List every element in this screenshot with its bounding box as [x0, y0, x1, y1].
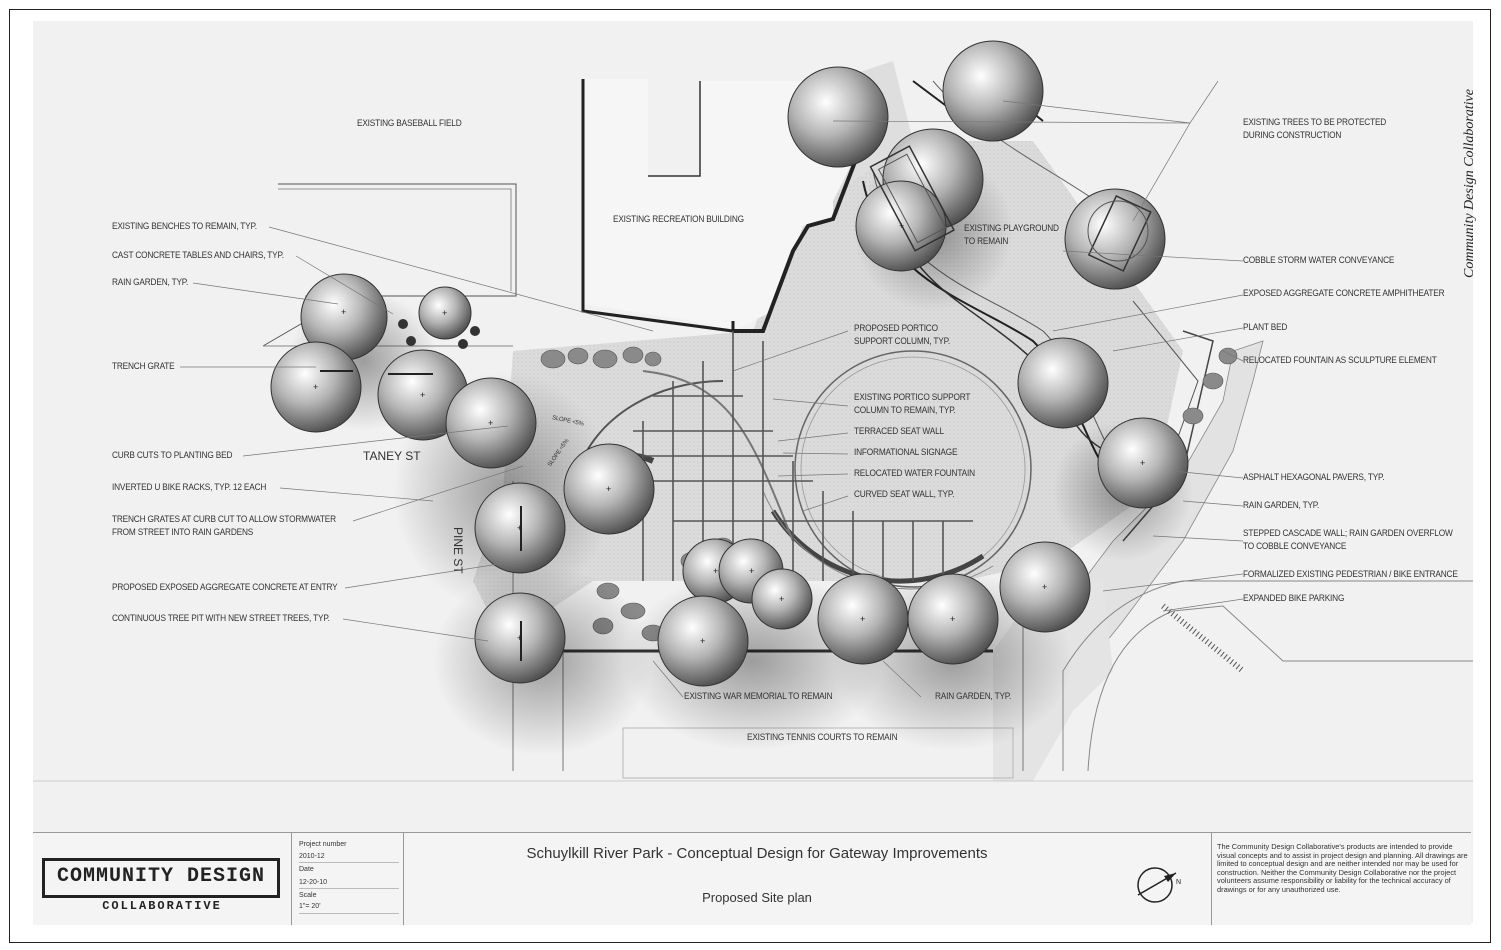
label-existing-portico-1: EXISTING PORTICO SUPPORT [854, 392, 971, 402]
label-pedestrian: FORMALIZED EXISTING PEDESTRIAN / BIKE EN… [1243, 569, 1458, 579]
label-protected-2: DURING CONSTRUCTION [1243, 130, 1342, 140]
label-curb-cuts: CURB CUTS TO PLANTING BED [112, 450, 233, 460]
label-curved-seat-wall: CURVED SEAT WALL, TYP. [854, 489, 955, 499]
label-portico-1: PROPOSED PORTICO [854, 323, 938, 333]
title-block-divider [1211, 833, 1212, 925]
title-block-divider [403, 833, 404, 925]
label-plant-bed: PLANT BED [1243, 322, 1288, 332]
label-trench-grates-2: FROM STREET INTO RAIN GARDENS [112, 527, 254, 537]
portico-grid [633, 331, 973, 581]
scale-value: 1"= 20' [299, 903, 321, 910]
label-fountain: RELOCATED WATER FOUNTAIN [854, 468, 975, 478]
svg-text:+: + [950, 614, 955, 624]
label-portico-2: SUPPORT COLUMN, TYP. [854, 336, 951, 346]
label-pavers: ASPHALT HEXAGONAL PAVERS, TYP. [1243, 472, 1385, 482]
label-benches: EXISTING BENCHES TO REMAIN, TYP. [112, 221, 257, 231]
site-plan-sheet: + + + + + + + + + + + + + + + + + [33, 21, 1473, 923]
title-block-divider [291, 833, 292, 925]
svg-text:+: + [899, 221, 904, 231]
label-protected-1: EXISTING TREES TO BE PROTECTED [1243, 117, 1387, 127]
label-playground-2: TO REMAIN [964, 236, 1009, 246]
plaza-paving [473, 141, 1183, 641]
label-trench-grate: TRENCH GRATE [112, 361, 175, 371]
label-signage: INFORMATIONAL SIGNAGE [854, 447, 958, 457]
label-cascade-1: STEPPED CASCADE WALL; RAIN GARDEN OVERFL… [1243, 528, 1453, 538]
svg-text:+: + [488, 418, 493, 428]
label-aggregate-entry: PROPOSED EXPOSED AGGREGATE CONCRETE AT E… [112, 582, 338, 592]
project-title: Schuylkill River Park - Conceptual Desig… [526, 845, 988, 862]
north-arrow-icon: N [1137, 867, 1181, 903]
label-baseball-field: EXISTING BASEBALL FIELD [357, 118, 462, 128]
svg-text:+: + [779, 594, 784, 604]
label-tennis-courts: EXISTING TENNIS COURTS TO REMAIN [747, 732, 898, 742]
label-tables: CAST CONCRETE TABLES AND CHAIRS, TYP. [112, 250, 284, 260]
disclaimer-text: The Community Design Collaborative's pro… [1217, 842, 1468, 894]
svg-text:+: + [606, 484, 611, 494]
label-cobble: COBBLE STORM WATER CONVEYANCE [1243, 255, 1395, 265]
label-bike-parking: EXPANDED BIKE PARKING [1243, 593, 1345, 603]
street-taney: TANEY ST [363, 449, 421, 463]
trees [270, 40, 1189, 687]
svg-text:+: + [1042, 582, 1047, 592]
svg-text:+: + [749, 566, 754, 576]
svg-text:+: + [442, 308, 447, 318]
svg-text:+: + [713, 566, 718, 576]
site-plan-drawing: + + + + + + + + + + + + + + + + + [33, 40, 1473, 782]
label-rain-garden-left: RAIN GARDEN, TYP. [112, 277, 189, 287]
drawing-subtitle: Proposed Site plan [702, 890, 812, 905]
north-letter: N [1176, 879, 1181, 886]
tree-centers: + + + + + + + + + + + + + + + + + [313, 221, 1145, 646]
label-trench-grates-1: TRENCH GRATES AT CURB CUT TO ALLOW STORM… [112, 514, 336, 524]
title-block: COMMUNITY DESIGN COLLABORATIVE Project n… [33, 832, 1471, 925]
playground-equipment [869, 145, 955, 252]
label-amphitheater: EXPOSED AGGREGATE CONCRETE AMPHITHEATER [1243, 288, 1445, 298]
tables-and-chairs [398, 319, 480, 349]
project-number-value: 2010-12 [299, 853, 325, 860]
logo-sub-text: COLLABORATIVE [95, 899, 229, 913]
leader-lines [180, 80, 1244, 698]
label-war-memorial: EXISTING WAR MEMORIAL TO REMAIN [684, 691, 833, 701]
label-rain-garden-bottom: RAIN GARDEN, TYP. [935, 691, 1012, 701]
svg-text:+: + [341, 307, 346, 317]
svg-text:+: + [1140, 458, 1145, 468]
label-bike-racks: INVERTED U BIKE RACKS, TYP. 12 EACH [112, 482, 267, 492]
credit-text: Community Design Collaborative [1462, 89, 1477, 278]
label-rain-garden-right: RAIN GARDEN, TYP. [1243, 500, 1320, 510]
project-number-label: Project number [299, 841, 347, 848]
label-sculpture: RELOCATED FOUNTAIN AS SCULPTURE ELEMENT [1243, 355, 1437, 365]
svg-text:+: + [517, 633, 522, 643]
svg-text:+: + [313, 382, 318, 392]
scale-label: Scale [299, 892, 317, 899]
svg-text:+: + [517, 523, 522, 533]
label-terraced-wall: TERRACED SEAT WALL [854, 426, 944, 436]
svg-text:+: + [700, 636, 705, 646]
label-tree-pit: CONTINUOUS TREE PIT WITH NEW STREET TREE… [112, 613, 330, 623]
label-playground-1: EXISTING PLAYGROUND [964, 223, 1059, 233]
street-pine: PINE ST [451, 527, 465, 574]
label-recreation-building: EXISTING RECREATION BUILDING [613, 214, 744, 224]
svg-text:+: + [860, 614, 865, 624]
date-value: 12-20-10 [299, 879, 328, 886]
trench-grates [320, 370, 522, 661]
label-existing-portico-2: COLUMN TO REMAIN, TYP. [854, 405, 956, 415]
bike-parking-rack [1161, 603, 1245, 674]
logo-main-text: COMMUNITY DESIGN [56, 865, 266, 888]
date-label: Date [299, 866, 314, 873]
label-cascade-2: TO COBBLE CONVEYANCE [1243, 541, 1347, 551]
svg-text:+: + [420, 390, 425, 400]
logo: COMMUNITY DESIGN COLLABORATIVE [42, 858, 280, 913]
